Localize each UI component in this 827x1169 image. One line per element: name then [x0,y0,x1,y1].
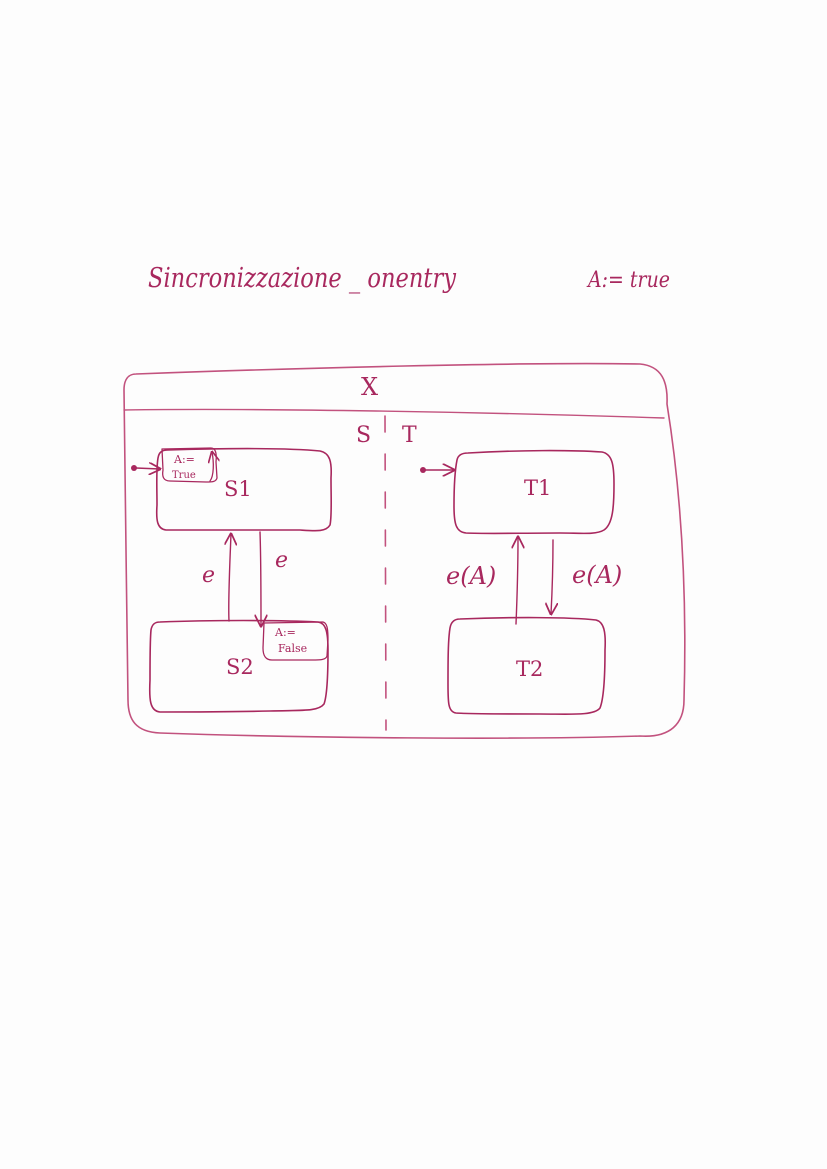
s2-entry-action-line2: False [278,642,307,655]
state-s2-label: S2 [226,655,254,679]
initial-assignment: A:= true [586,268,670,293]
transition-t1-to-t2 [551,539,553,614]
s2-entry-action-box [262,621,329,661]
diagram-title: Sincronizzazione _ onentry [148,263,457,294]
transition-s1-to-s2 [260,531,261,626]
s1-initial-dot [131,465,137,471]
region-divider [384,415,387,731]
composite-header-divider [123,408,665,419]
region-label-s: S [356,423,371,448]
s1-entry-action-line1: A:= [173,453,195,466]
transition-t1-to-t2-label: e(A) [572,561,622,589]
transition-s2-to-s1 [229,534,231,622]
t1-initial-dot [420,467,426,473]
s1-initial-arrow [135,468,160,469]
state-t2-label: T2 [516,657,543,681]
region-label-t: T [402,423,417,448]
transition-s2-to-s1-label: e [202,563,215,588]
transition-t2-to-t1-label: e(A) [446,562,496,590]
transition-t2-to-t1 [516,537,518,625]
composite-state-x [123,362,686,739]
s1-entry-action-line2: True [172,470,196,481]
state-s1-label: S1 [224,477,252,501]
state-t2 [447,616,607,716]
composite-state-label: X [361,373,378,401]
s2-entry-action-line1: A:= [274,626,296,639]
s1-entry-arrow-tail [210,452,213,482]
transition-s1-to-s2-label: e [275,548,288,573]
state-s1 [155,447,333,532]
state-t1-label: T1 [524,476,551,500]
